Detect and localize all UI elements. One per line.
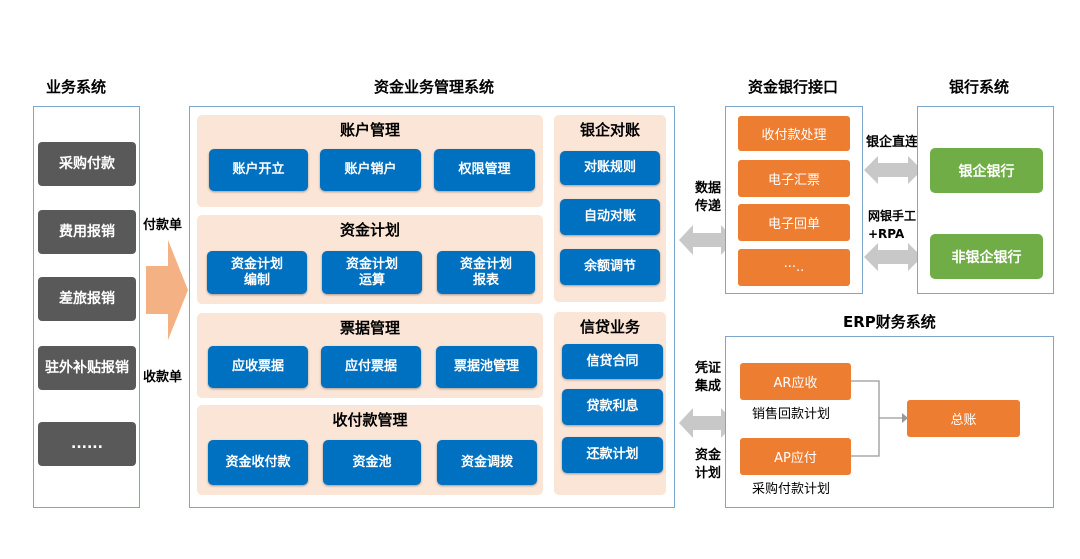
receivable-bill-button[interactable]: 应收票据 — [208, 346, 308, 388]
fund-plan-transfer-label: 资金计划 — [694, 448, 721, 481]
payable-bill-button[interactable]: 应付票据 — [321, 346, 421, 388]
business-item-overseas-allowance[interactable]: 驻外补贴报销 — [38, 346, 136, 390]
business-item-more[interactable]: ...... — [38, 422, 136, 466]
credit-business-title: 信贷业务 — [579, 318, 640, 336]
bank-interface-title: 资金银行接口 — [748, 78, 839, 96]
bank-interface-more[interactable]: ···.. — [738, 249, 850, 286]
business-item-travel-reimbursement[interactable]: 差旅报销 — [38, 277, 136, 321]
ap-module-button[interactable]: AP应付 — [740, 438, 851, 475]
treasury-system-title: 资金业务管理系统 — [374, 78, 495, 96]
direct-bank-button[interactable]: 银企银行 — [930, 148, 1043, 193]
cash-pool-button[interactable]: 资金池 — [323, 440, 421, 485]
purchase-payment-plan-label: 采购付款计划 — [752, 482, 831, 497]
payment-processing-button[interactable]: 收付款处理 — [738, 116, 850, 151]
data-transfer-label: 数据传递 — [694, 181, 721, 214]
business-system-title: 业务系统 — [46, 78, 107, 96]
bank-manual-rpa-label: 网银手工+RPA — [868, 209, 917, 241]
business-item-purchase-payment[interactable]: 采购付款 — [38, 142, 136, 186]
permission-management-button[interactable]: 权限管理 — [434, 149, 535, 191]
account-close-button[interactable]: 账户销户 — [320, 149, 421, 191]
ar-module-button[interactable]: AR应收 — [740, 363, 851, 400]
reconciliation-rules-button[interactable]: 对账规则 — [560, 151, 660, 185]
balance-adjustment-button[interactable]: 余额调节 — [560, 249, 660, 285]
bank-system-title: 银行系统 — [949, 78, 1010, 96]
business-item-expense-reimbursement[interactable]: 费用报销 — [38, 210, 136, 254]
account-management-title: 账户管理 — [339, 121, 400, 139]
non-direct-bank-button[interactable]: 非银企银行 — [930, 234, 1043, 279]
data-transfer-arrow — [679, 225, 735, 255]
flow-label-payment: 付款单 — [143, 218, 183, 233]
fund-transfer-button[interactable]: 资金调拨 — [437, 440, 537, 485]
erp-system-title: ERP财务系统 — [843, 313, 936, 331]
e-receipt-button[interactable]: 电子回单 — [738, 204, 850, 241]
flow-label-receipt: 收款单 — [143, 370, 183, 385]
e-draft-button[interactable]: 电子汇票 — [738, 160, 850, 197]
account-open-button[interactable]: 账户开立 — [209, 149, 308, 191]
erp-connector-lines — [851, 380, 908, 457]
repayment-plan-button[interactable]: 还款计划 — [562, 437, 663, 473]
flow-arrow-business-treasury — [146, 240, 188, 340]
auto-reconciliation-button[interactable]: 自动对账 — [560, 199, 660, 235]
fund-plan-report-button[interactable]: 资金计划报表 — [437, 251, 535, 294]
fund-collection-payment-button[interactable]: 资金收付款 — [208, 440, 308, 485]
bill-pool-button[interactable]: 票据池管理 — [436, 346, 537, 388]
sales-collection-plan-label: 销售回款计划 — [752, 407, 831, 422]
collection-payment-title: 收付款管理 — [332, 411, 408, 429]
bank-manual-arrow — [864, 243, 922, 271]
voucher-integration-label: 凭证集成 — [694, 361, 721, 394]
fund-plan-compile-button[interactable]: 资金计划编制 — [207, 251, 307, 294]
bill-management-title: 票据管理 — [339, 319, 400, 337]
voucher-transfer-arrow — [679, 408, 735, 438]
bank-direct-arrow — [864, 156, 922, 184]
fund-plan-calc-button[interactable]: 资金计划运算 — [322, 251, 422, 294]
credit-contract-button[interactable]: 信贷合同 — [562, 344, 663, 379]
bank-direct-label: 银企直连 — [866, 135, 919, 150]
general-ledger-button[interactable]: 总账 — [907, 400, 1020, 437]
fund-plan-title: 资金计划 — [339, 221, 400, 239]
loan-interest-button[interactable]: 贷款利息 — [562, 389, 663, 425]
bank-reconciliation-title: 银企对账 — [579, 121, 640, 139]
